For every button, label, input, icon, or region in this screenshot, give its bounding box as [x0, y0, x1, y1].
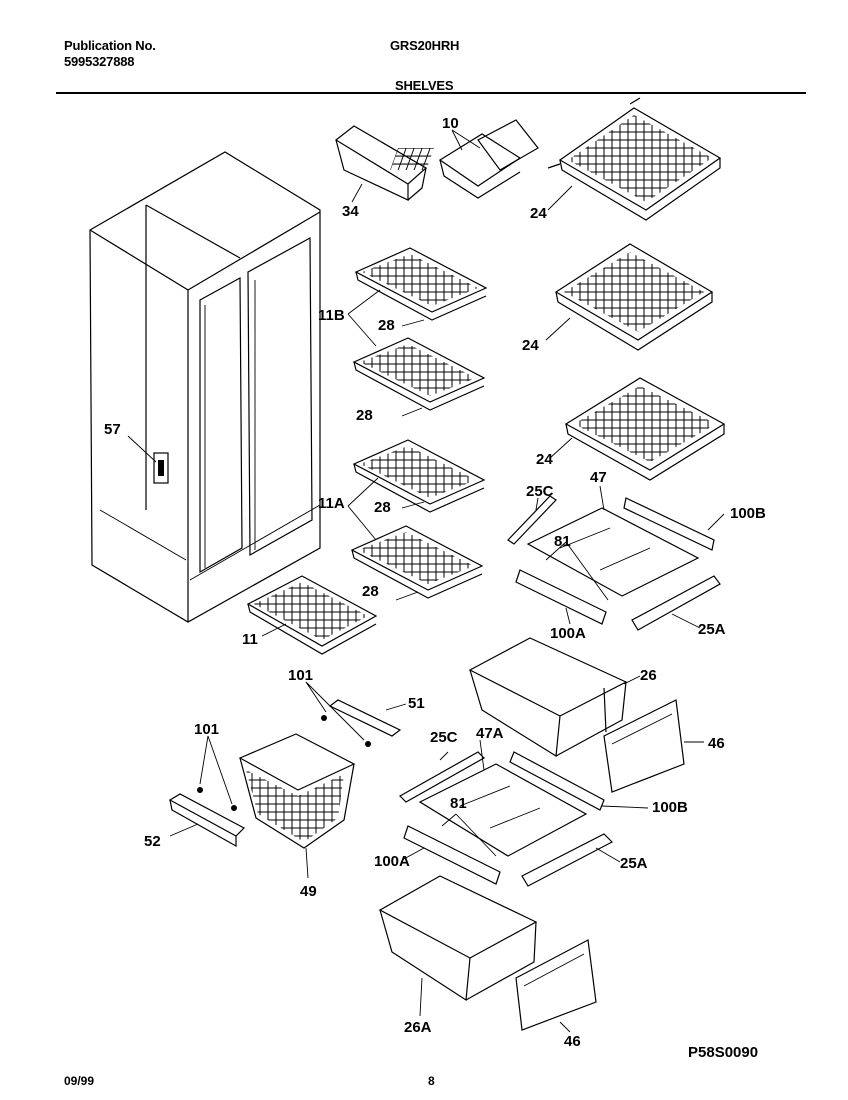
publication-label: Publication No.	[64, 38, 156, 53]
part-49-wire-basket	[238, 733, 356, 849]
part-47a-glass-shelf	[399, 751, 614, 887]
part-26a-crisper-drawer	[378, 875, 538, 1002]
part-24-shelf-top	[547, 97, 722, 221]
callout-11a: 11A	[318, 495, 345, 512]
refrigerator-cabinet	[89, 151, 321, 623]
callout-51: 51	[408, 695, 425, 712]
part-25a-trim-upper	[631, 575, 721, 631]
callout-101-lower: 101	[194, 721, 219, 738]
callout-11: 11	[242, 631, 258, 648]
callout-25a-upper: 25A	[698, 621, 726, 638]
callout-100b-upper: 100B	[730, 505, 766, 522]
callout-25c-lower: 25C	[430, 729, 458, 746]
part-51-basket-rail	[328, 699, 402, 737]
callout-52: 52	[144, 833, 161, 850]
part-11b-freezer-shelf-lower	[352, 337, 486, 411]
footer-date: 09/99	[64, 1074, 95, 1088]
part-25a-trim-lower	[521, 833, 614, 887]
callout-28-c: 28	[374, 499, 391, 516]
publication-number: 5995327888	[64, 54, 135, 69]
callout-81-upper: 81	[554, 533, 571, 550]
part-46-drawer-front-lower	[515, 939, 597, 1031]
callout-100a-lower: 100A	[374, 853, 410, 870]
callout-81-lower: 81	[450, 795, 467, 812]
part-11b-freezer-shelf-upper	[354, 247, 488, 321]
leader-lines	[127, 129, 725, 1033]
callout-28-d: 28	[362, 583, 379, 600]
callout-10: 10	[442, 115, 459, 132]
callout-24-top: 24	[530, 205, 547, 222]
part-24-shelf-bottom	[564, 377, 726, 481]
drawing-code: P58S0090	[688, 1044, 759, 1061]
callout-46-lower: 46	[564, 1033, 581, 1050]
part-24-shelf-middle	[554, 243, 714, 351]
part-11a-freezer-shelf-upper	[352, 439, 486, 513]
part-52-basket-bracket	[168, 793, 245, 848]
part-100a-rail-lower	[403, 825, 501, 885]
callout-11b: 11B	[318, 307, 345, 324]
callout-49: 49	[300, 883, 317, 900]
part-100a-rail-upper	[515, 569, 607, 625]
callout-100b-lower: 100B	[652, 799, 688, 816]
part-11a-freezer-shelf-lower	[350, 525, 484, 599]
header-rule	[56, 92, 806, 94]
model-number: GRS20HRH	[390, 38, 460, 53]
part-100b-rail-lower	[509, 751, 605, 811]
callout-24-middle: 24	[522, 337, 539, 354]
callout-25a-lower: 25A	[620, 855, 648, 872]
part-25c-trim-upper	[507, 495, 557, 545]
callout-25c-upper: 25C	[526, 483, 554, 500]
callout-34: 34	[342, 203, 359, 220]
callout-47a: 47A	[476, 725, 504, 742]
callout-28-a: 28	[378, 317, 395, 334]
callout-26: 26	[640, 667, 657, 684]
callout-57: 57	[104, 421, 121, 438]
part-10-egg-trays	[390, 119, 539, 199]
part-26-crisper-drawer	[468, 637, 628, 758]
footer-page: 8	[428, 1074, 435, 1088]
part-25c-trim-lower	[399, 751, 485, 803]
callout-101-upper: 101	[288, 667, 313, 684]
callout-24-bottom: 24	[536, 451, 553, 468]
section-title: SHELVES	[395, 78, 454, 93]
callout-100a-upper: 100A	[550, 625, 586, 642]
callout-46-upper: 46	[708, 735, 725, 752]
callout-47: 47	[590, 469, 607, 486]
part-100b-rail-upper	[623, 497, 715, 551]
part-101-screws	[197, 715, 371, 811]
callout-28-b: 28	[356, 407, 373, 424]
part-11-freezer-shelf	[246, 575, 378, 655]
part-47-glass-shelf	[507, 495, 721, 631]
callout-26a: 26A	[404, 1019, 432, 1036]
part-46-drawer-front-upper	[603, 699, 685, 793]
